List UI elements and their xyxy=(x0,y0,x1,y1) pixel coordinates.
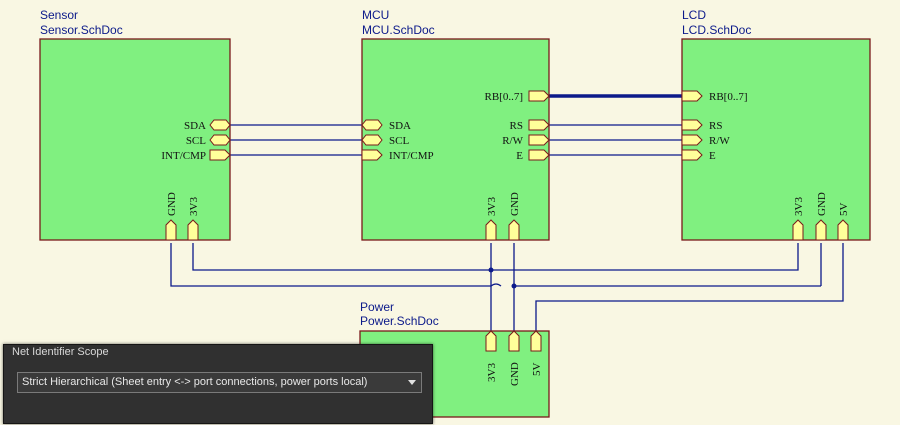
sheet-entry-power-3v3[interactable]: 3V3 xyxy=(485,330,498,382)
sheet-entry-power-gnd[interactable]: GND xyxy=(508,330,521,386)
entry-label: INT/CMP xyxy=(161,150,206,162)
entry-label: SCL xyxy=(389,135,409,147)
sheet-entry-mcu-e[interactable]: E xyxy=(516,149,550,162)
entry-label: 3V3 xyxy=(793,197,805,216)
sheet-filename-sensor: Sensor.SchDoc xyxy=(40,23,123,37)
sheet-designator-sensor: Sensor xyxy=(40,8,78,22)
sheet-entry-mcu-sda[interactable]: SDA xyxy=(361,119,411,132)
entry-label: 5V xyxy=(838,203,850,217)
sheet-designator-mcu: MCU xyxy=(362,8,389,22)
sheet-entry-mcu-scl[interactable]: SCL xyxy=(361,134,409,147)
entry-label: INT/CMP xyxy=(389,150,434,162)
wires xyxy=(170,124,844,331)
entry-label: RS xyxy=(510,120,523,132)
entry-label: E xyxy=(709,150,716,162)
sheet-entry-mcu-3v3[interactable]: 3V3 xyxy=(485,197,498,241)
junction-gnd xyxy=(511,283,517,289)
wire-5v-net[interactable] xyxy=(535,243,844,331)
entry-label: SDA xyxy=(184,120,206,132)
entry-label: GND xyxy=(509,192,521,216)
sheet-entry-lcd-rw[interactable]: R/W xyxy=(681,134,730,147)
sheet-entry-lcd-rs[interactable]: RS xyxy=(681,119,722,132)
sheet-designator-power: Power xyxy=(360,300,394,314)
dropdown-selected-value: Strict Hierarchical (Sheet entry <-> por… xyxy=(22,376,368,388)
net-identifier-scope-dropdown[interactable]: Strict Hierarchical (Sheet entry <-> por… xyxy=(17,372,422,393)
entry-label: GND xyxy=(509,362,521,386)
sheet-entry-sensor-gnd[interactable]: GND xyxy=(165,192,178,241)
sheet-filename-power: Power.SchDoc xyxy=(360,314,439,328)
sheet-entry-lcd-gnd[interactable]: GND xyxy=(815,192,828,241)
entry-label: 3V3 xyxy=(486,197,498,216)
entry-label: RS xyxy=(709,120,722,132)
entry-label: RB[0..7] xyxy=(709,91,748,103)
entry-label: R/W xyxy=(709,135,730,147)
sheet-filename-lcd: LCD.SchDoc xyxy=(682,23,751,37)
entry-label: 5V xyxy=(531,363,543,377)
sheet-entry-lcd-rb[interactable]: RB[0..7] xyxy=(681,90,748,103)
entry-label: R/W xyxy=(502,135,523,147)
entry-label: GND xyxy=(166,192,178,216)
net-identifier-scope-panel: Net Identifier Scope Strict Hierarchical… xyxy=(3,344,433,424)
sheet-filename-mcu: MCU.SchDoc xyxy=(362,23,435,37)
sheet-entry-power-5v[interactable]: 5V xyxy=(530,330,543,377)
sheet-entry-sensor-scl[interactable]: SCL xyxy=(186,134,231,147)
entry-label: SCL xyxy=(186,135,206,147)
wire-gnd-net[interactable] xyxy=(170,243,491,287)
panel-title: Net Identifier Scope xyxy=(12,346,109,358)
sheet-entry-lcd-3v3[interactable]: 3V3 xyxy=(792,197,805,241)
sheet-entry-lcd-5v[interactable]: 5V xyxy=(837,203,850,241)
entry-label: 3V3 xyxy=(188,197,200,216)
chevron-down-icon[interactable] xyxy=(408,380,416,385)
sheet-entry-sensor-sda[interactable]: SDA xyxy=(184,119,231,132)
sheet-entry-mcu-rs[interactable]: RS xyxy=(510,119,550,132)
entry-label: E xyxy=(516,150,523,162)
sheet-symbol-mcu[interactable] xyxy=(361,38,550,241)
entry-label: RB[0..7] xyxy=(485,91,524,103)
sheet-entry-sensor-3v3[interactable]: 3V3 xyxy=(187,197,200,241)
entry-label: GND xyxy=(816,192,828,216)
sheet-entry-lcd-e[interactable]: E xyxy=(681,149,716,162)
crossover-hop xyxy=(490,283,502,287)
sheet-symbol-lcd[interactable] xyxy=(681,38,871,241)
sheet-entry-mcu-gnd[interactable]: GND xyxy=(508,192,521,241)
entry-label: 3V3 xyxy=(486,363,498,382)
junction-3v3 xyxy=(488,267,494,273)
sheet-entry-mcu-int-cmp[interactable]: INT/CMP xyxy=(361,149,434,162)
sheet-entry-mcu-rb[interactable]: RB[0..7] xyxy=(485,90,550,103)
entry-label: SDA xyxy=(389,120,411,132)
sheet-entry-mcu-rw[interactable]: R/W xyxy=(502,134,550,147)
wire-3v3-net[interactable] xyxy=(192,243,799,271)
sheet-entry-sensor-int-cmp[interactable]: INT/CMP xyxy=(161,149,231,162)
sheet-designator-lcd: LCD xyxy=(682,8,706,22)
